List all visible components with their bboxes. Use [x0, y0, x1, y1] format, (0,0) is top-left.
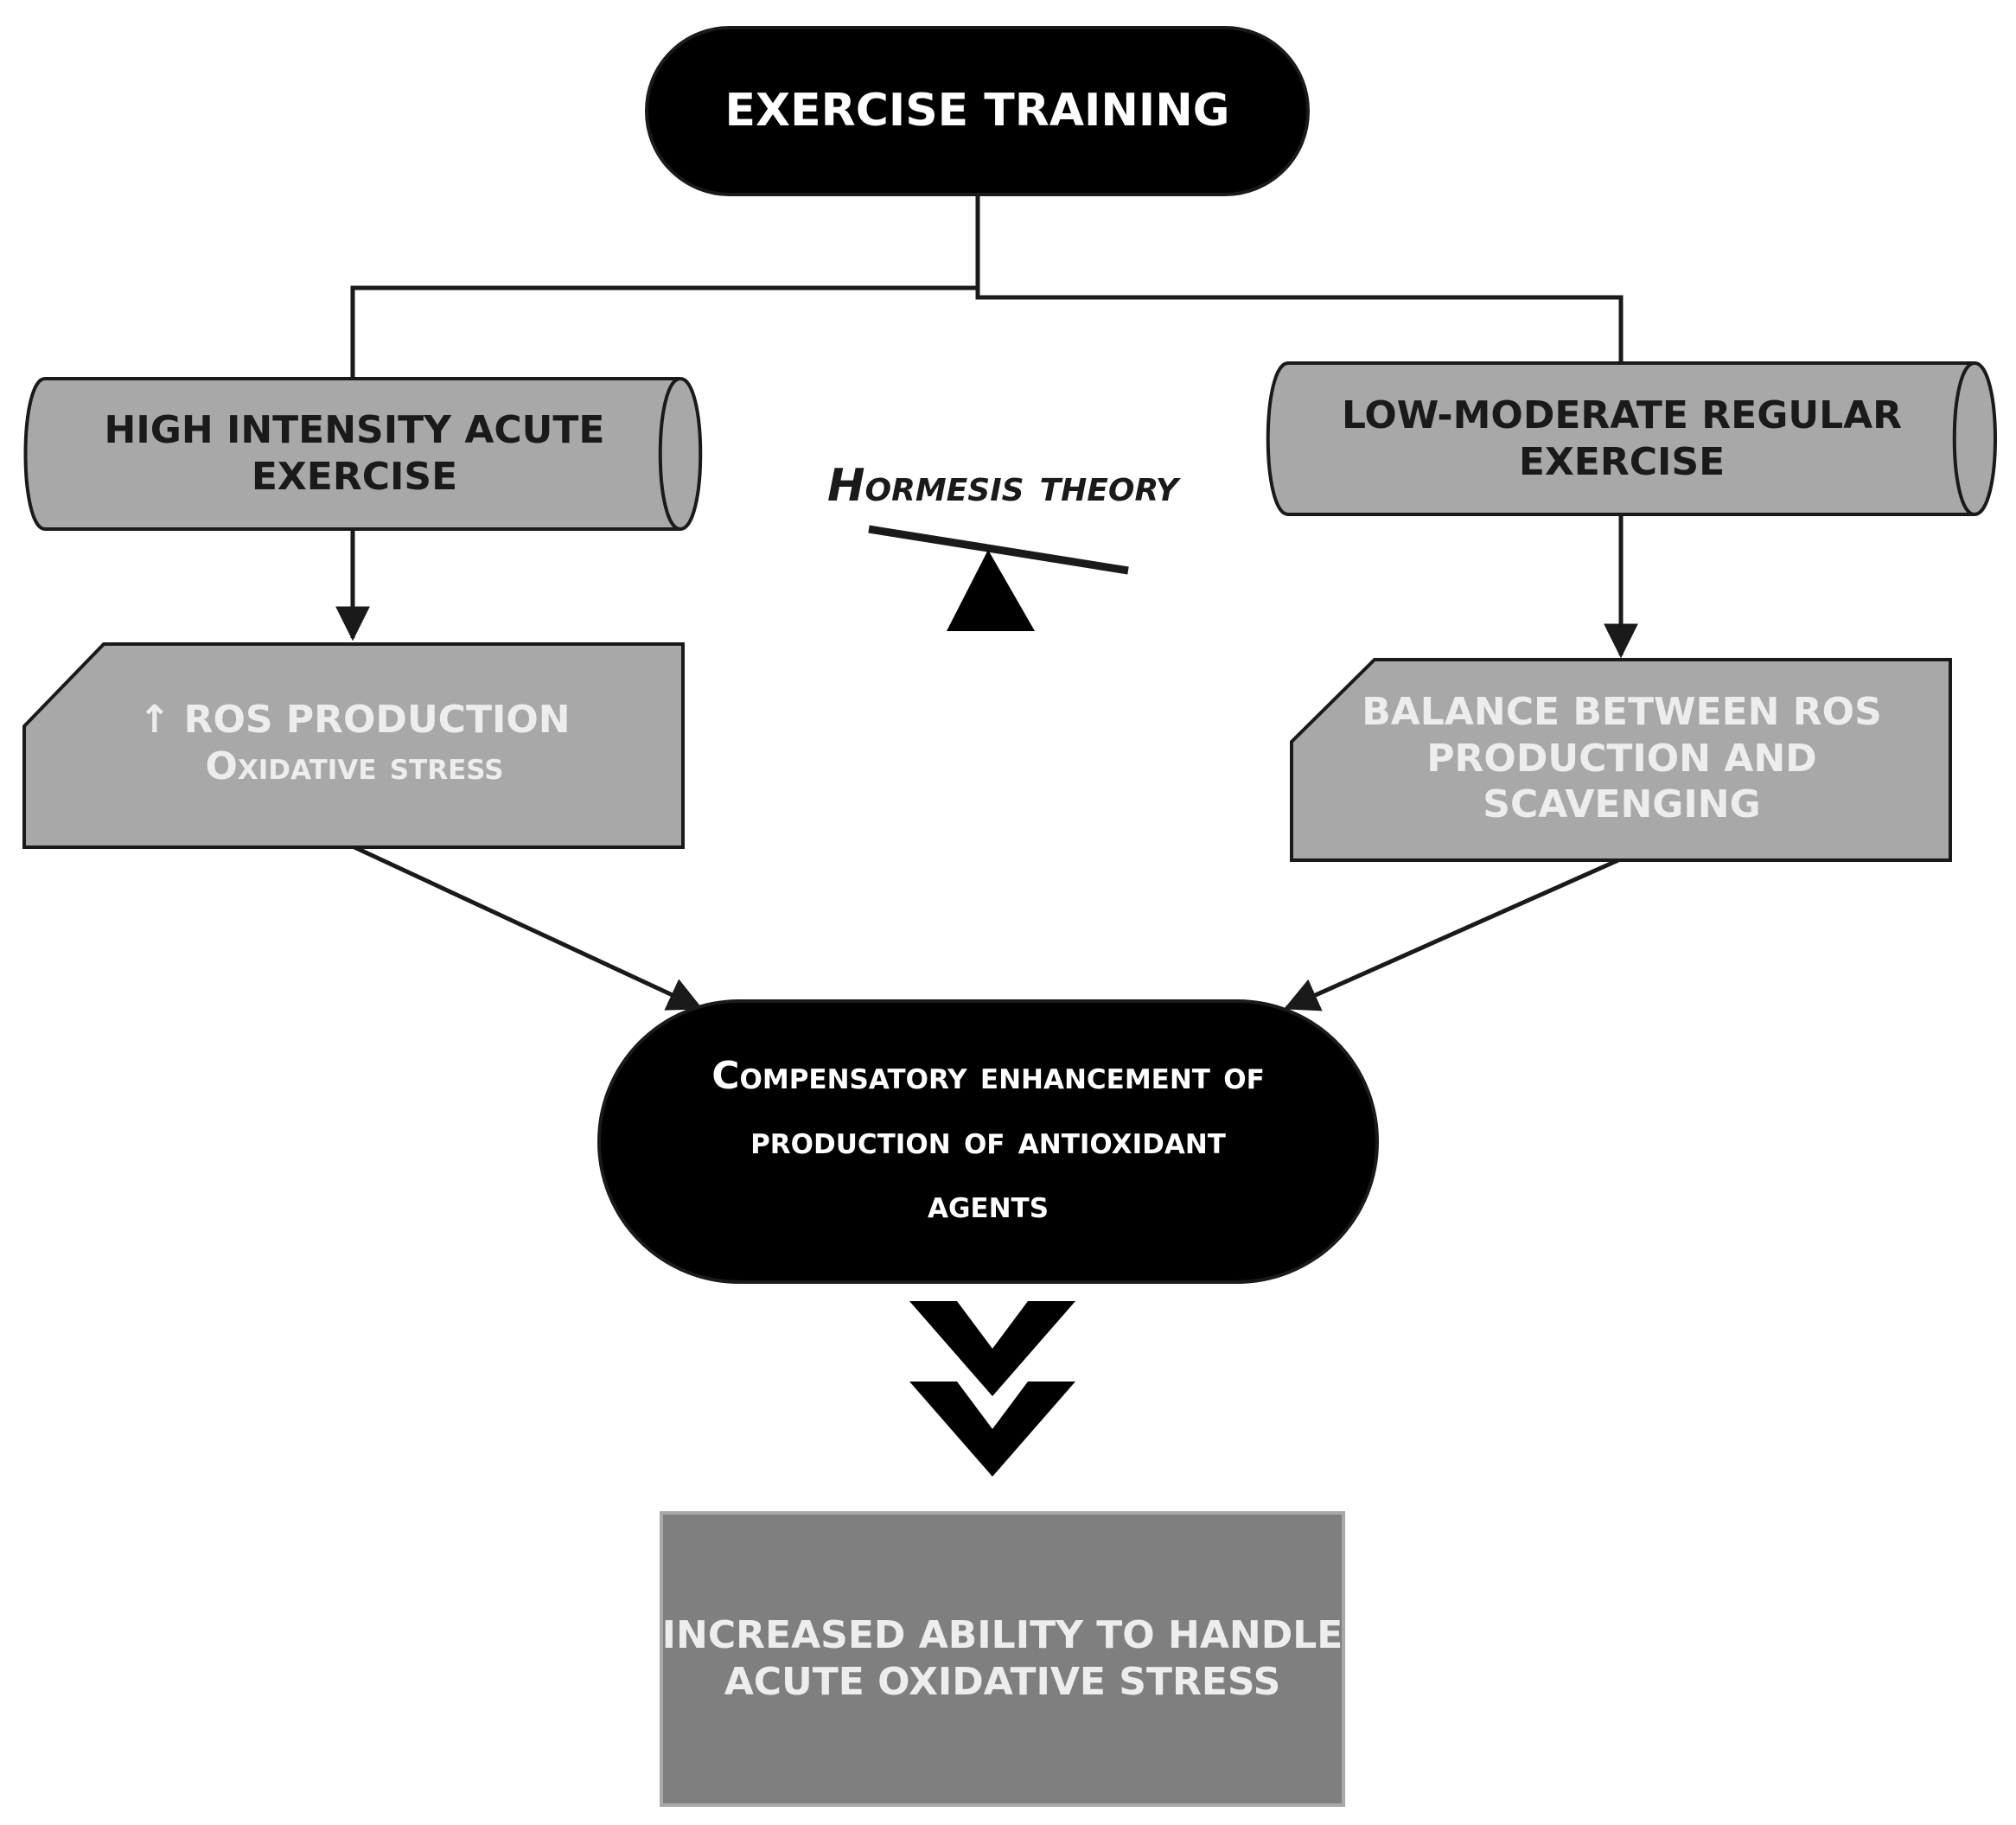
- ros-production-label: ↑ ROS PRODUCTION Oxidative stress: [138, 698, 571, 788]
- compensatory-enhancement-label: Compensatory enhancement of production o…: [711, 1053, 1265, 1228]
- high-intensity-cylinder-end: [658, 377, 681, 531]
- exercise-training-label: EXERCISE TRAINING: [724, 84, 1230, 137]
- high-intensity-exercise-label: HIGH INTENSITY ACUTE EXERCISE: [104, 408, 605, 499]
- low-moderate-cylinder-end: [1952, 361, 1975, 516]
- right-diagonal-arrow: [1283, 858, 1620, 1011]
- hormesis-theory-label: Hormesis theory: [827, 460, 1178, 513]
- seesaw-balance-icon: [868, 525, 1129, 631]
- low-moderate-exercise-label: LOW-MODERATE REGULAR EXERCISE: [1341, 392, 1903, 484]
- ros-balance-label: BALANCE BETWEEN ROS PRODUCTION AND SCAVE…: [1362, 689, 1882, 827]
- left-diagonal-arrow: [353, 845, 704, 1011]
- double-chevron-down-icon: [909, 1301, 1075, 1477]
- outcome-label: INCREASED ABILITY TO HANDLE ACUTE OXIDAT…: [661, 1613, 1343, 1704]
- ros-balance-node: [1290, 658, 1952, 862]
- split-connector: [350, 195, 1624, 378]
- compensatory-enhancement-node: [597, 999, 1379, 1284]
- ros-production-node: [22, 642, 685, 849]
- outcome-node: [660, 1511, 1345, 1807]
